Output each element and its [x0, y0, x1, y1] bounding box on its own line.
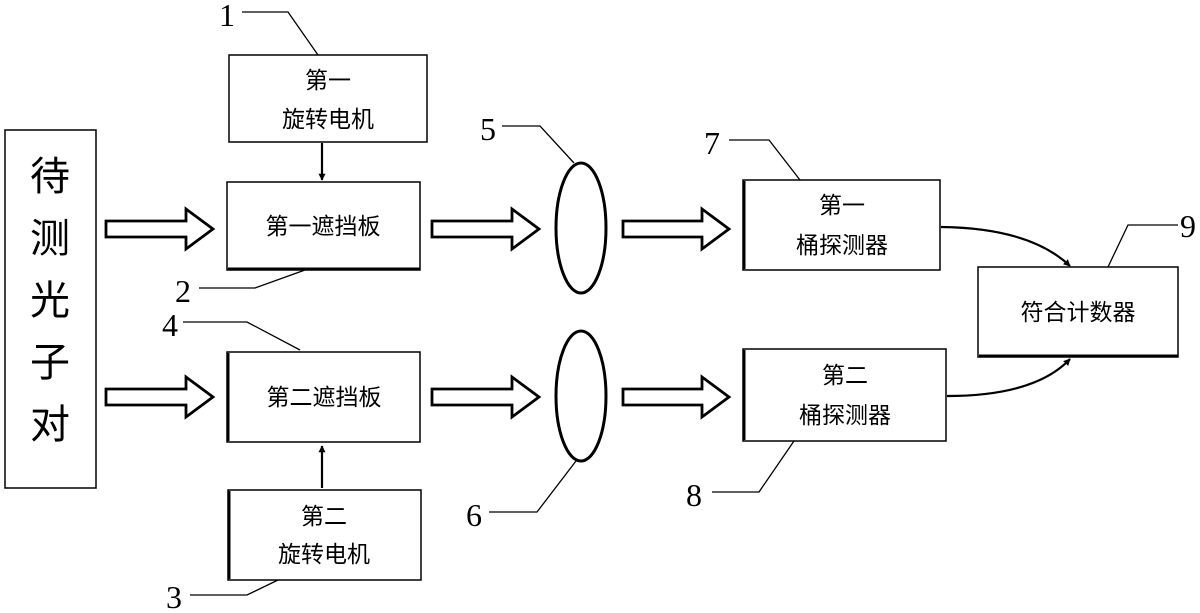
hollow-arrow-lens2-to-detector2 — [621, 374, 732, 420]
arrow-detector2-to-counter — [946, 358, 1071, 398]
detector1-line2: 桶探测器 — [796, 233, 888, 259]
ref-number-9: 9 — [1180, 208, 1196, 244]
hollow-arrow-source-to-shutter1 — [104, 206, 216, 252]
source-char-1: 待 — [30, 154, 70, 200]
shutter1-label: 第一遮挡板 — [266, 214, 381, 240]
second-rotating-motor-box: 第二 旋转电机 — [227, 489, 422, 581]
coincidence-counter-box: 符合计数器 — [977, 266, 1179, 358]
detector1-line1: 第一 — [819, 193, 865, 219]
source-char-2: 测 — [30, 216, 70, 262]
source-char-4: 子 — [30, 340, 70, 386]
ref-number-4: 4 — [162, 307, 178, 343]
leader-2 — [199, 269, 306, 289]
hollow-arrow-lens1-to-detector1 — [621, 206, 732, 252]
motor1-line1: 第一 — [305, 68, 351, 94]
source-char-3: 光 — [30, 278, 70, 324]
second-shutter-box: 第二遮挡板 — [226, 351, 421, 443]
shutter2-label: 第二遮挡板 — [267, 385, 382, 411]
hollow-arrow-shutter1-to-lens1 — [430, 206, 542, 252]
motor2-line1: 第二 — [301, 504, 347, 530]
leader-8 — [712, 440, 795, 493]
ref-number-6: 6 — [466, 497, 482, 533]
source-char-5: 对 — [30, 402, 70, 448]
ref-number-7: 7 — [704, 125, 720, 161]
ref-number-8: 8 — [686, 477, 702, 513]
counter-label: 符合计数器 — [1021, 300, 1136, 326]
motor1-line2: 旋转电机 — [282, 107, 374, 133]
photon-pair-source-box: 待 测 光 子 对 — [4, 129, 97, 489]
leader-1 — [242, 11, 319, 56]
ref-number-1: 1 — [219, 0, 235, 33]
ref-number-3: 3 — [166, 579, 182, 613]
leader-6 — [489, 460, 577, 513]
hollow-arrow-shutter2-to-lens2 — [430, 374, 542, 420]
leader-9 — [1107, 224, 1178, 268]
ref-number-5: 5 — [480, 111, 496, 147]
first-rotating-motor-box: 第一 旋转电机 — [228, 54, 428, 143]
leader-7 — [729, 139, 801, 181]
leader-4 — [183, 321, 301, 351]
detector2-line1: 第二 — [822, 363, 868, 389]
first-shutter-box: 第一遮挡板 — [226, 181, 421, 271]
hollow-arrow-source-to-shutter2 — [104, 374, 216, 420]
ref-number-2: 2 — [175, 273, 191, 309]
leader-3 — [190, 579, 279, 596]
motor2-line2: 旋转电机 — [278, 542, 370, 568]
detector2-line2: 桶探测器 — [799, 403, 891, 429]
leader-5 — [502, 125, 575, 164]
first-bucket-detector-box: 第一 桶探测器 — [742, 179, 941, 271]
lens-lower — [554, 329, 608, 463]
arrow-detector1-to-counter — [940, 225, 1071, 267]
lens-upper — [554, 161, 608, 295]
second-bucket-detector-box: 第二 桶探测器 — [742, 348, 947, 442]
